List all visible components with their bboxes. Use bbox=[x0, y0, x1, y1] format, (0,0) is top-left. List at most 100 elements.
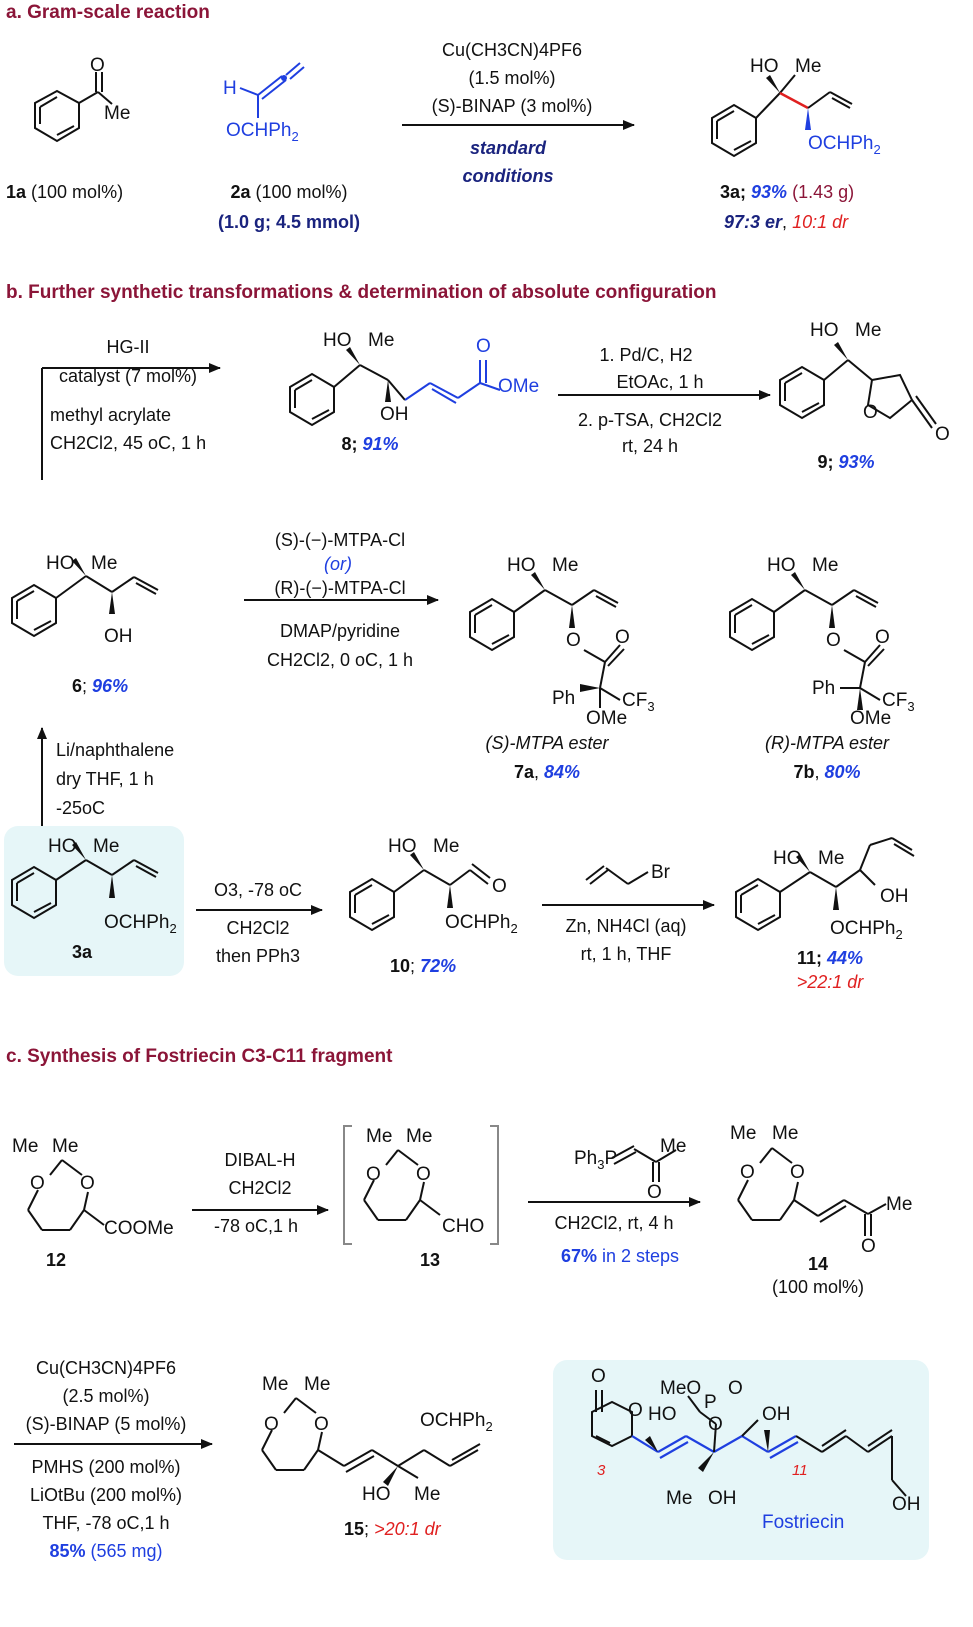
label-8: 8; 91% bbox=[341, 434, 398, 456]
atom-ochph2-15: OCHPh2 bbox=[420, 1410, 493, 1434]
label-12: 12 bbox=[46, 1250, 67, 1270]
ester-s-label: (S)-MTPA ester bbox=[485, 733, 609, 753]
molecule-11 bbox=[735, 837, 915, 932]
mtpa-cond-3: DMAP/pyridine bbox=[279, 621, 401, 641]
atom-ho-10: HO bbox=[388, 836, 417, 857]
yield-14: 67% bbox=[560, 1246, 597, 1266]
atom-o-15-left: O bbox=[264, 1414, 279, 1435]
molecule-fostriecin bbox=[591, 1390, 633, 1448]
sep-15: ; bbox=[364, 1519, 370, 1539]
subscript-2: 2 bbox=[510, 920, 518, 936]
atom-me-7b: Me bbox=[812, 555, 839, 576]
allyl-cond-1: Zn, NH4Cl (aq) bbox=[565, 916, 687, 936]
atom-coome-12: COOMe bbox=[104, 1218, 174, 1239]
step89-3: 2. p-TSA, CH2Cl2 bbox=[577, 410, 723, 430]
atom-o-lactone-carbonyl: O bbox=[591, 1366, 606, 1387]
atom-o-p-ester: O bbox=[708, 1414, 723, 1435]
ochph-text: OCHPh bbox=[226, 120, 292, 141]
atom-me-12-left: Me bbox=[12, 1136, 39, 1157]
label-15: 15; >20:1 dr bbox=[344, 1519, 441, 1541]
ochph-text: OCHPh bbox=[104, 912, 170, 933]
standard-label: standard bbox=[469, 138, 547, 158]
atom-ho-p: HO bbox=[648, 1404, 677, 1425]
carbon-number-11: 11 bbox=[792, 1462, 808, 1479]
dibal-cond-1: DIBAL-H bbox=[224, 1150, 296, 1170]
wittig-yield: 67% in 2 steps bbox=[561, 1246, 679, 1268]
er-3a: 97:3 er bbox=[724, 212, 783, 232]
atom-me-15-right: Me bbox=[304, 1374, 331, 1395]
atom-ph-7b: Ph bbox=[812, 678, 836, 699]
molecule-12 bbox=[27, 1159, 105, 1231]
yield-11: 44% bbox=[827, 948, 864, 968]
atom-me-ylide: Me bbox=[660, 1136, 687, 1157]
atom-oh-fost-c: OH bbox=[708, 1488, 737, 1509]
atom-me-15-left: Me bbox=[262, 1374, 289, 1395]
compound-number-9: 9; bbox=[817, 452, 834, 472]
subscript-2: 2 bbox=[169, 920, 177, 936]
atom-ph-7a: Ph bbox=[552, 688, 576, 709]
atom-me-3a: Me bbox=[795, 56, 822, 77]
amount-1a: (100 mol%) bbox=[26, 182, 124, 202]
atom-me-14-right: Me bbox=[772, 1123, 799, 1144]
atom-me-7a: Me bbox=[552, 555, 579, 576]
molecule-2a bbox=[239, 62, 305, 118]
cond15-1: Cu(CH3CN)4PF6 bbox=[35, 1358, 177, 1378]
dr-3a: 10:1 dr bbox=[792, 212, 849, 232]
atom-me-10: Me bbox=[433, 836, 460, 857]
label-2a: 2a (100 mol%) bbox=[230, 182, 347, 204]
mtpa-cond-4: CH2Cl2, 0 oC, 1 h bbox=[266, 650, 414, 670]
ph-text: Ph bbox=[574, 1148, 598, 1169]
label-14: 14 bbox=[807, 1254, 829, 1274]
ozon-cond-2: CH2Cl2 bbox=[226, 918, 290, 938]
cond15-6: THF, -78 oC,1 h bbox=[42, 1513, 170, 1533]
atom-ochph2-10: OCHPh2 bbox=[445, 912, 518, 936]
atom-ho-8: HO bbox=[323, 330, 352, 351]
atom-ho-11: HO bbox=[773, 848, 802, 869]
atom-cf3-7b: CF3 bbox=[882, 690, 915, 714]
label-11: 11; 44% bbox=[797, 948, 863, 970]
amount-14: (100 mol%) bbox=[771, 1277, 865, 1297]
hg-cond-4: CH2Cl2, 45 oC, 1 h bbox=[50, 433, 207, 453]
highlight-box-3a bbox=[4, 826, 184, 976]
molecule-3a-start bbox=[11, 859, 159, 920]
atom-me-8: Me bbox=[368, 330, 395, 351]
atom-ochph2-2a: OCHPh2 bbox=[226, 120, 299, 144]
atom-ochph2-11: OCHPh2 bbox=[830, 918, 903, 942]
atom-me-15-c: Me bbox=[414, 1484, 441, 1505]
atom-o-14-right: O bbox=[790, 1162, 805, 1183]
atom-me-13-left: Me bbox=[366, 1126, 393, 1147]
atom-h-2a: H bbox=[223, 78, 237, 99]
atom-o-13-right: O bbox=[416, 1164, 431, 1185]
compound-number-2a: 2a bbox=[230, 182, 251, 202]
atom-br: Br bbox=[651, 862, 670, 883]
atom-me-14-left: Me bbox=[730, 1123, 757, 1144]
label-3a: 3a; 93% (1.43 g) bbox=[720, 182, 854, 204]
atom-oh-6: OH bbox=[104, 626, 133, 647]
cf-text: CF bbox=[882, 690, 908, 711]
atom-me-6: Me bbox=[91, 553, 118, 574]
atom-me-12-right: Me bbox=[52, 1136, 79, 1157]
atom-o-carbonyl-7a: O bbox=[615, 627, 630, 648]
atom-ome-8: OMe bbox=[498, 376, 540, 397]
molecule-7b bbox=[729, 589, 885, 701]
label-10: 10; 72% bbox=[390, 956, 456, 978]
amount-2a: (100 mol%) bbox=[250, 182, 348, 202]
atom-o-8: O bbox=[476, 336, 491, 357]
molecule-13 bbox=[363, 1149, 441, 1221]
ester-r-label: (R)-MTPA ester bbox=[765, 733, 889, 753]
atom-o-ester-7a: O bbox=[566, 630, 581, 651]
step89-1: 1. Pd/C, H2 bbox=[599, 345, 693, 365]
deprot-cond-2: dry THF, 1 h bbox=[56, 769, 154, 789]
compound-number-7b: 7b bbox=[793, 762, 815, 782]
allyl-bromide bbox=[585, 865, 649, 885]
dibal-cond-3: -78 oC,1 h bbox=[213, 1216, 299, 1236]
atom-cho-13: CHO bbox=[442, 1216, 485, 1237]
compound-number-6: 6 bbox=[72, 676, 83, 696]
molecule-1a bbox=[34, 72, 113, 143]
label-13: 13 bbox=[420, 1250, 441, 1270]
yield-7b: 80% bbox=[824, 762, 861, 782]
atom-ho-15: HO bbox=[362, 1484, 391, 1505]
dr-11: >22:1 dr bbox=[796, 972, 864, 992]
atom-ome-7a: OMe bbox=[586, 708, 628, 729]
